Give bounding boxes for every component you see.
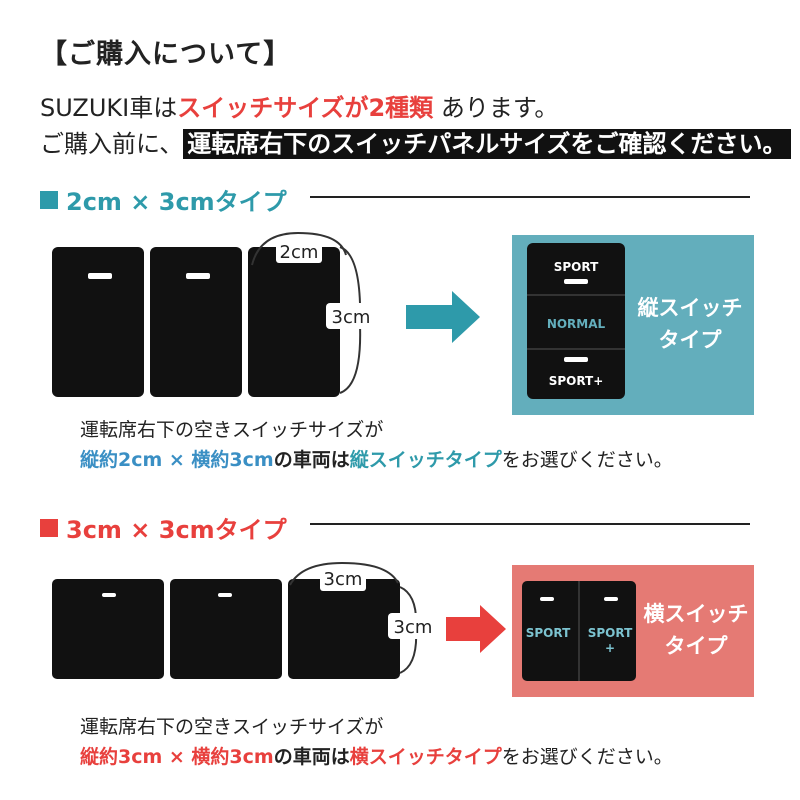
panel-sport-indicator — [564, 279, 588, 284]
panel-left-indicator — [540, 597, 554, 601]
panel-left-sport-label: SPORT — [526, 626, 571, 640]
arrow-right-icon — [406, 291, 480, 343]
blank-switch-1 — [52, 247, 144, 397]
blank-switch-4 — [52, 579, 164, 679]
vertical-result-line-2: タイプ — [659, 328, 723, 352]
horizontal-desc-size: 縦約3cm × 横約3cm — [80, 746, 274, 768]
vertical-description: 運転席右下の空きスイッチサイズが 縦約2cm × 横約3cmの車両は縦スイッチタ… — [80, 415, 673, 475]
height-label-bg-b — [388, 613, 438, 639]
width-label-b: 3cm — [324, 569, 363, 590]
intro-line-2-pre: ご購入前に、 — [40, 130, 184, 158]
section-heading-horizontal: 3cm × 3cmタイプ — [40, 510, 287, 545]
section-heading-vertical: 2cm × 3cmタイプ — [40, 182, 287, 217]
blank-switch-5 — [170, 579, 282, 679]
intro-line-2-highlight: 運転席右下のスイッチパネルサイズをご確認ください。 — [183, 129, 791, 159]
blank-switch-3 — [248, 247, 340, 397]
panel-right-plus-label: + — [605, 641, 615, 655]
horizontal-result-line-1: 横スイッチ — [644, 602, 749, 626]
panel-normal-label: NORMAL — [547, 317, 606, 331]
panel-right-indicator — [604, 597, 618, 601]
horizontal-desc-line-1: 運転席右下の空きスイッチサイズが — [80, 716, 384, 738]
vertical-desc-type: 縦スイッチタイプ — [349, 449, 502, 471]
horizontal-switch-diagram: 3cm 3cm SPORT SPORT + 横スイッチ タイプ — [52, 561, 754, 697]
height-label-bg — [326, 303, 376, 329]
intro-line-1-emphasis: スイッチサイズが2種類 — [177, 94, 434, 122]
blank-switch-2 — [150, 247, 242, 397]
width-bracket — [251, 231, 347, 266]
arrow-right-icon-b — [446, 605, 506, 653]
blank-switch-6 — [288, 579, 400, 679]
horizontal-description: 運転席右下の空きスイッチサイズが 縦約3cm × 横約3cmの車両は横スイッチタ… — [80, 712, 673, 772]
horizontal-result-line-2: タイプ — [665, 634, 729, 658]
intro-line-2: ご購入前に、運転席右下のスイッチパネルサイズをご確認ください。 — [40, 124, 791, 159]
intro-line-1-pre: SUZUKI車は — [40, 94, 178, 122]
vertical-desc-line-2: 縦約2cm × 横約3cmの車両は縦スイッチタイプをお選びください。 — [80, 445, 673, 475]
teal-square-icon — [40, 190, 58, 209]
vertical-result-line-1: 縦スイッチ — [638, 296, 743, 320]
panel-sport-label: SPORT — [554, 260, 599, 274]
intro-line-1-post: あります。 — [440, 94, 559, 122]
vertical-switch-diagram: 2cm 3cm SPORT NORMAL SPORT+ 縦スイッチ タイプ — [52, 231, 754, 415]
intro-line-1: SUZUKI車はスイッチサイズが2種類 あります。 — [40, 88, 558, 123]
horizontal-desc-type: 横スイッチタイプ — [349, 746, 502, 768]
section-rule-vertical — [310, 196, 750, 198]
width-label-bg-b — [320, 567, 366, 591]
panel-right-sport-label: SPORT — [588, 626, 633, 640]
width-label-bg — [276, 239, 322, 263]
panel-sportplus-indicator — [564, 357, 588, 362]
vertical-switch-panel — [527, 243, 625, 399]
height-label-b: 3cm — [394, 617, 433, 638]
vertical-desc-line-1: 運転席右下の空きスイッチサイズが — [80, 419, 384, 441]
panel-sportplus-label: SPORT+ — [549, 374, 604, 388]
section-heading-horizontal-text: 3cm × 3cmタイプ — [66, 516, 287, 544]
blank-slot-5 — [218, 593, 232, 597]
width-label: 2cm — [280, 242, 319, 263]
height-label: 3cm — [332, 307, 371, 328]
blank-slot-1 — [88, 273, 112, 279]
vertical-desc-mid: の車両は — [273, 449, 350, 471]
horizontal-desc-end: をお選びください。 — [501, 746, 673, 768]
width-bracket-b — [289, 561, 399, 586]
blank-slot-2 — [186, 273, 210, 279]
section-rule-horizontal — [310, 523, 750, 525]
horizontal-desc-mid: の車両は — [273, 746, 350, 768]
blank-slot-4 — [102, 593, 116, 597]
red-square-icon — [40, 518, 58, 537]
vertical-desc-end: をお選びください。 — [501, 449, 673, 471]
vertical-desc-size: 縦約2cm × 横約3cm — [80, 449, 274, 471]
horizontal-desc-line-2: 縦約3cm × 横約3cmの車両は横スイッチタイプをお選びください。 — [80, 742, 673, 772]
section-heading-vertical-text: 2cm × 3cmタイプ — [66, 188, 287, 216]
page-title: 【ご購入について】 — [40, 39, 292, 70]
